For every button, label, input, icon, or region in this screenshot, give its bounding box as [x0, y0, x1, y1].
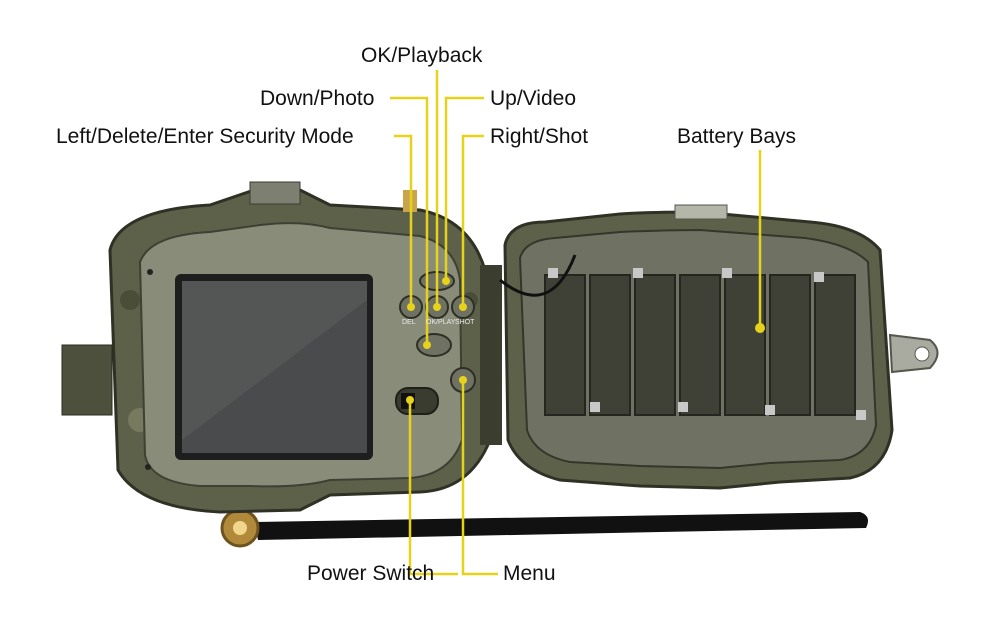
- menu-label: Menu: [503, 562, 556, 585]
- shot-mark: SHOT: [455, 319, 475, 326]
- del-mark: DEL: [402, 319, 416, 326]
- ok-mark: OK/PLAY: [426, 319, 456, 326]
- down-button[interactable]: [416, 333, 452, 357]
- callout-lines: [390, 70, 762, 576]
- power-switch-label: Power Switch: [307, 562, 435, 585]
- callout-dots: [406, 277, 765, 404]
- up-video-label: Up/Video: [490, 87, 577, 110]
- right-shot-label: Right/Shot: [490, 125, 589, 148]
- ok-playback-label: OK/Playback: [361, 44, 483, 67]
- down-photo-label: Down/Photo: [260, 87, 375, 110]
- battery-bays-label: Battery Bays: [677, 125, 797, 148]
- left-delete-label: Left/Delete/Enter Security Mode: [56, 125, 354, 148]
- antenna: [220, 508, 868, 548]
- camera-body: [61, 181, 502, 514]
- battery-door: [499, 204, 939, 490]
